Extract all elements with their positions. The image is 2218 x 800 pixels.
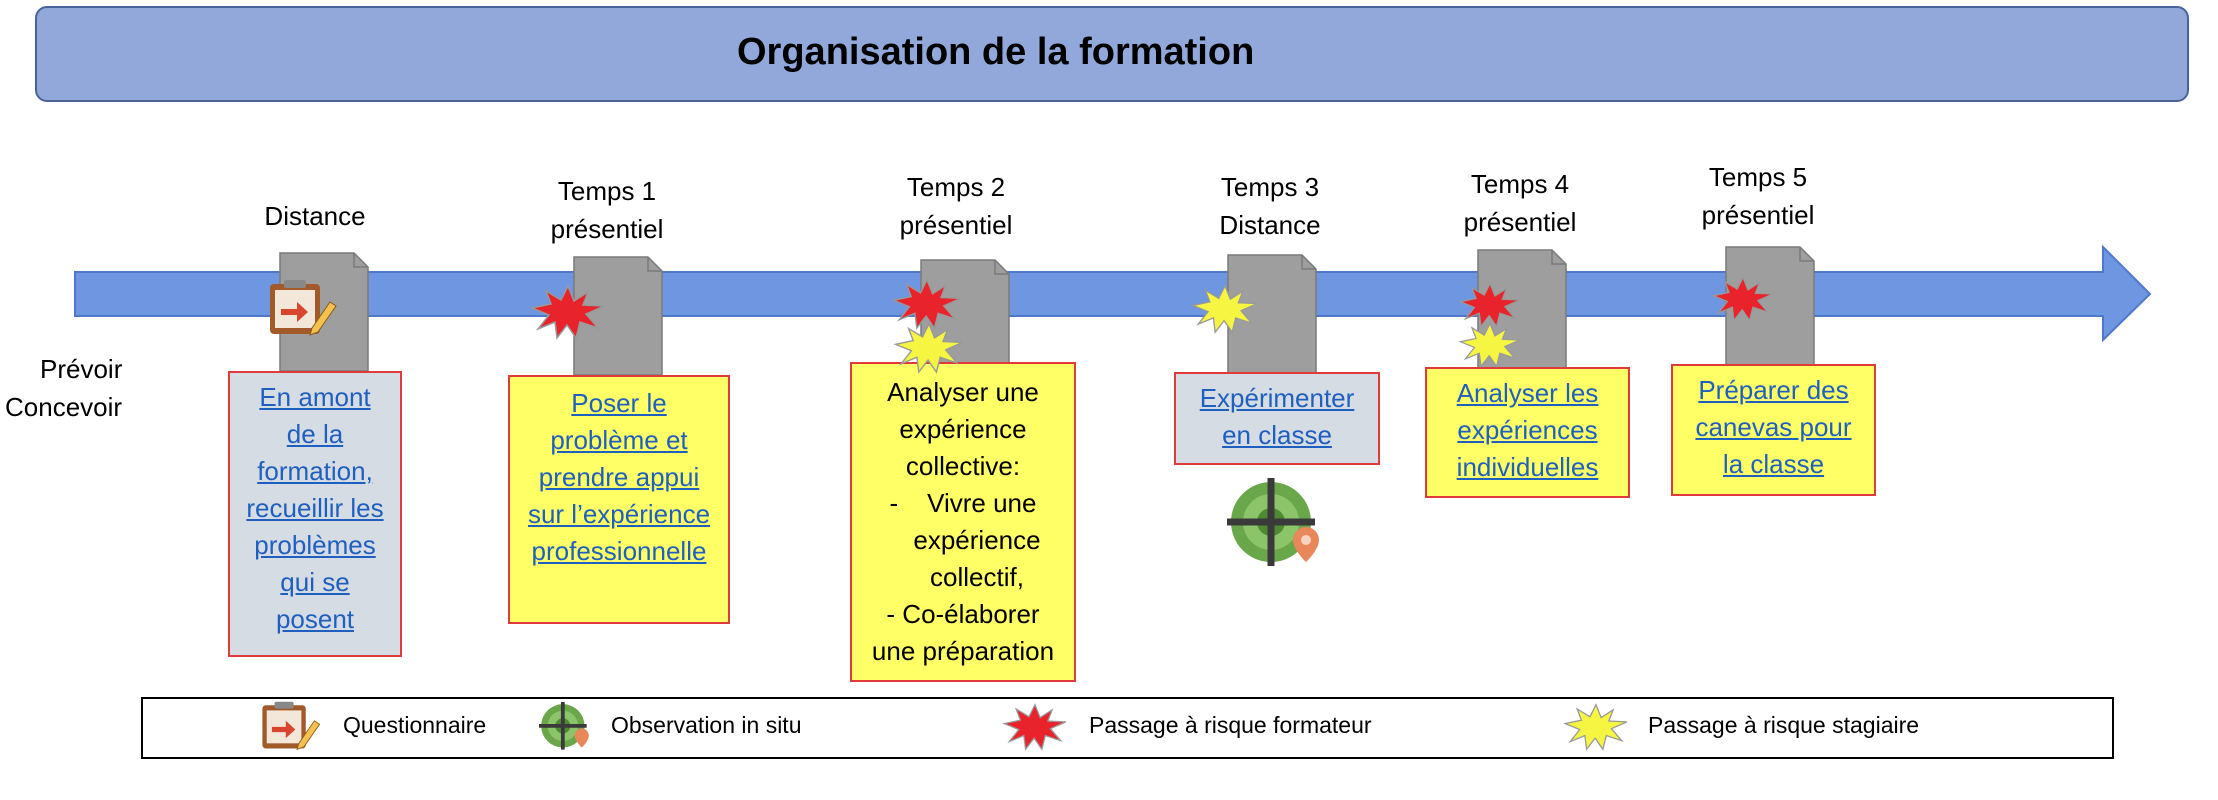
risk-trainer-icon — [1001, 703, 1067, 751]
risk-trainer-icon — [530, 284, 605, 340]
box-line: Analyser les — [1456, 378, 1599, 408]
box-line: collectif, — [930, 562, 1024, 592]
phase-document-fold-2 — [994, 260, 1009, 275]
risk-trainer-icon — [1711, 276, 1773, 322]
phase-label-line: Distance — [264, 201, 366, 231]
phase-link-temps-4[interactable]: Analyser les expériences individuelles — [1431, 375, 1624, 486]
phase-label-temps-4: Temps 4 présentiel — [1410, 165, 1630, 241]
phase-label-temps-5: Temps 5 présentiel — [1648, 158, 1868, 234]
box-line: la classe — [1722, 449, 1825, 479]
phase-document-fold-3 — [1301, 255, 1316, 270]
box-line: prendre appui — [538, 462, 700, 492]
questionnaire-icon — [270, 280, 337, 336]
side-label-concevoir: Concevoir — [5, 392, 123, 422]
box-line: En amont — [259, 382, 371, 412]
risk-trainer-icon — [1458, 282, 1520, 328]
phase-document-fold-4 — [1551, 250, 1566, 265]
box-line: expérience — [899, 414, 1027, 444]
phase-label-line: Temps 3 — [1220, 172, 1320, 202]
phase-box-distance[interactable]: En amont de la formation, recueillir les… — [228, 371, 402, 657]
side-label-prevoir: Prévoir — [40, 354, 123, 384]
box-line: qui se — [280, 567, 350, 597]
phase-link-temps-3[interactable]: Expérimenter en classe — [1180, 380, 1374, 454]
phase-label-line: Distance — [1219, 210, 1321, 240]
box-line: Analyser une — [887, 377, 1039, 407]
title-bar — [35, 6, 2189, 102]
phase-label-line: présentiel — [1701, 200, 1815, 230]
phase-box-temps-2: Analyser une expérience collective: - Vi… — [850, 362, 1076, 682]
box-line: posent — [275, 604, 355, 634]
box-line: expérience — [913, 525, 1041, 555]
box-line: problèmes — [254, 530, 376, 560]
risk-trainee-icon — [1562, 703, 1628, 751]
box-line: formation, — [257, 456, 373, 486]
box-line: professionnelle — [531, 536, 707, 566]
phase-document-5 — [1725, 246, 1815, 366]
box-line: canevas pour — [1695, 412, 1852, 442]
phase-link-distance[interactable]: En amont de la formation, recueillir les… — [234, 379, 396, 638]
legend-label-observation: Observation in situ — [611, 712, 802, 738]
phase-label-temps-2: Temps 2 présentiel — [846, 168, 1066, 244]
box-line: en classe — [1222, 420, 1332, 450]
phase-label-line: présentiel — [550, 214, 664, 244]
phase-box-temps-3[interactable]: Expérimenter en classe — [1174, 372, 1380, 465]
box-line: Expérimenter — [1199, 383, 1355, 413]
risk-trainee-icon — [893, 322, 963, 374]
phase-label-line: présentiel — [1463, 207, 1577, 237]
legend-label-risk-trainee: Passage à risque stagiaire — [1648, 712, 1920, 738]
phase-document-3 — [1227, 254, 1317, 374]
phase-label-line: Temps 4 — [1470, 169, 1570, 199]
box-line: individuelles — [1456, 452, 1599, 482]
observation-icon — [539, 702, 589, 750]
phase-document-1 — [573, 256, 663, 376]
box-line: Préparer des — [1698, 375, 1849, 405]
phase-document-fold-5 — [1799, 247, 1814, 262]
box-line: problème et — [550, 425, 688, 455]
risk-trainee-icon — [1190, 284, 1258, 334]
legend — [141, 697, 2114, 759]
box-line: - Vivre une — [889, 488, 1037, 518]
observation-icon — [1227, 478, 1319, 566]
page-title: Organisation de la formation — [737, 30, 1255, 73]
phase-box-temps-4[interactable]: Analyser les expériences individuelles — [1425, 367, 1630, 498]
box-line: collective: — [905, 451, 1021, 481]
phase-box-temps-5[interactable]: Préparer des canevas pour la classe — [1671, 364, 1876, 496]
phase-label-line: Temps 1 — [557, 176, 657, 206]
box-line: - Co-élaborer — [886, 599, 1040, 629]
phase-document-fold-0 — [353, 253, 368, 268]
legend-label-risk-trainer: Passage à risque formateur — [1089, 712, 1372, 738]
timeline-arrow — [74, 244, 2152, 343]
legend-label-questionnaire: Questionnaire — [343, 712, 487, 738]
risk-trainer-icon — [891, 278, 961, 330]
phase-label-distance: Distance — [205, 197, 425, 235]
box-line: une préparation — [871, 636, 1055, 666]
box-line: recueillir les — [246, 493, 384, 523]
phase-document-fold-1 — [647, 257, 662, 272]
questionnaire-icon — [262, 701, 321, 751]
phase-label-line: Temps 2 — [906, 172, 1006, 202]
phase-label-line: présentiel — [899, 210, 1013, 240]
box-line: de la — [286, 419, 344, 449]
phase-label-temps-3: Temps 3 Distance — [1160, 168, 1380, 244]
box-line: Poser le — [571, 388, 667, 418]
phase-box-temps-1[interactable]: Poser le problème et prendre appui sur l… — [508, 375, 730, 624]
phase-link-temps-1[interactable]: Poser le problème et prendre appui sur l… — [514, 385, 724, 570]
box-line: sur l’expérience — [527, 499, 711, 529]
phase-link-temps-5[interactable]: Préparer des canevas pour la classe — [1677, 372, 1870, 483]
box-line: expériences — [1457, 415, 1598, 445]
risk-trainee-icon — [1458, 322, 1520, 368]
phase-label-line: Temps 5 — [1708, 162, 1808, 192]
phase-label-temps-1: Temps 1 présentiel — [497, 172, 717, 248]
